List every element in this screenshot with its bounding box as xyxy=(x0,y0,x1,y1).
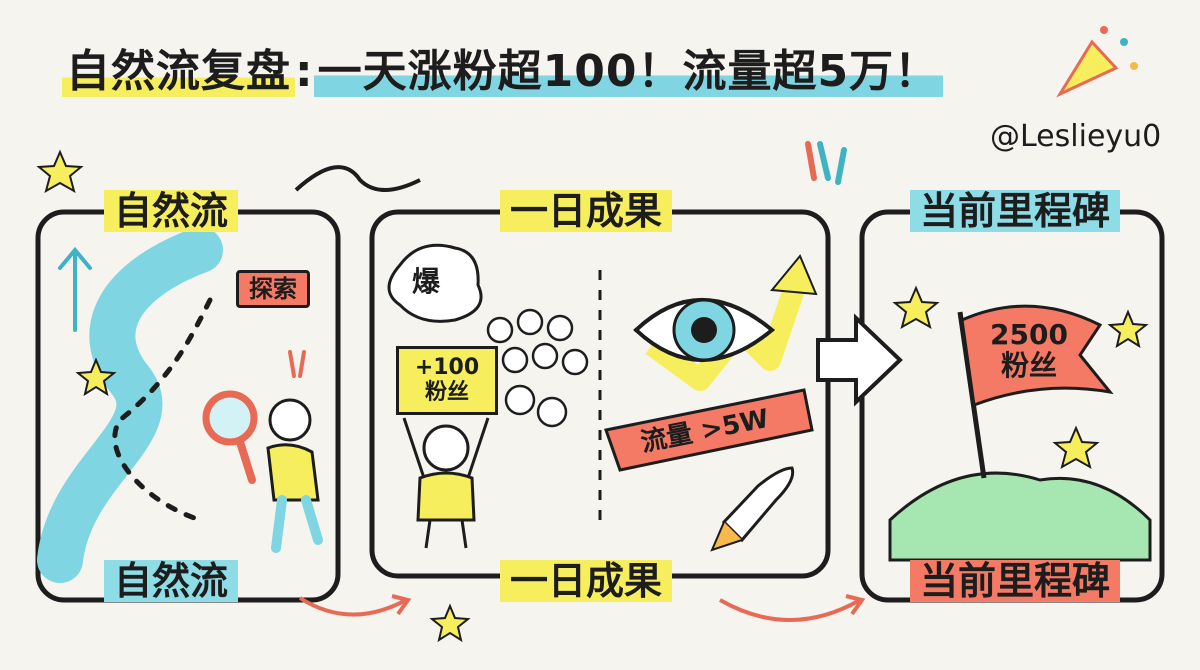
footprint-path xyxy=(112,297,213,523)
connector-arrow xyxy=(719,594,866,622)
author-handle: @Leslieyu0 xyxy=(990,119,1162,154)
milestone-number: 2500 xyxy=(990,318,1068,351)
title-colon: : xyxy=(295,46,314,97)
connector-arrow xyxy=(298,594,412,617)
star-icon xyxy=(36,149,84,194)
panel-2-top-label: 一日成果 xyxy=(500,190,673,232)
river-shape xyxy=(37,227,223,583)
star-icon xyxy=(429,603,471,643)
connector-arrow xyxy=(294,165,421,192)
star-icon xyxy=(1052,425,1100,470)
star-icon xyxy=(1107,309,1149,349)
followers-sign: +100 粉丝 xyxy=(396,346,498,415)
traffic-ribbon xyxy=(604,388,814,472)
explore-tag: 探索 xyxy=(236,270,310,308)
big-right-arrow xyxy=(816,313,903,407)
star-icon xyxy=(75,357,117,397)
panel-1-top-label: 自然流 xyxy=(104,190,239,232)
page-title: 自然流复盘:一天涨粉超100！流量超5万！ xyxy=(62,46,944,97)
hill-shape xyxy=(888,471,1152,562)
explorer-head xyxy=(268,398,312,442)
milestone-unit: 粉丝 xyxy=(1000,348,1057,382)
crowd-group xyxy=(486,308,589,428)
followers-sign-line-1: +100 xyxy=(414,355,480,380)
up-arrow-icon xyxy=(58,246,92,332)
title-part-2: 一天涨粉超100！流量超5万！ xyxy=(313,46,944,97)
milestone-flag xyxy=(960,304,1114,408)
rocket-icon xyxy=(721,466,795,543)
panel-2-bottom-label: 一日成果 xyxy=(500,560,673,602)
magnifier-icon xyxy=(202,390,258,446)
panel-3-bottom-label: 当前里程碑 xyxy=(910,560,1121,602)
burst-bubble xyxy=(387,243,483,323)
burst-text: 爆 xyxy=(412,265,441,298)
followers-sign-line-2: 粉丝 xyxy=(424,380,469,406)
panel-3-top-label: 当前里程碑 xyxy=(910,190,1121,232)
title-part-1: 自然流复盘 xyxy=(62,46,295,97)
cheering-head xyxy=(422,424,470,472)
exclamation-icon xyxy=(817,141,847,185)
party-popper-icon xyxy=(1056,39,1119,98)
milestone-flag-text: 2500 粉丝 xyxy=(990,318,1068,382)
explorer-body xyxy=(266,443,320,502)
panel-1-bottom-label: 自然流 xyxy=(104,560,239,602)
exclamation-icon xyxy=(288,350,306,378)
star-icon xyxy=(892,285,940,330)
